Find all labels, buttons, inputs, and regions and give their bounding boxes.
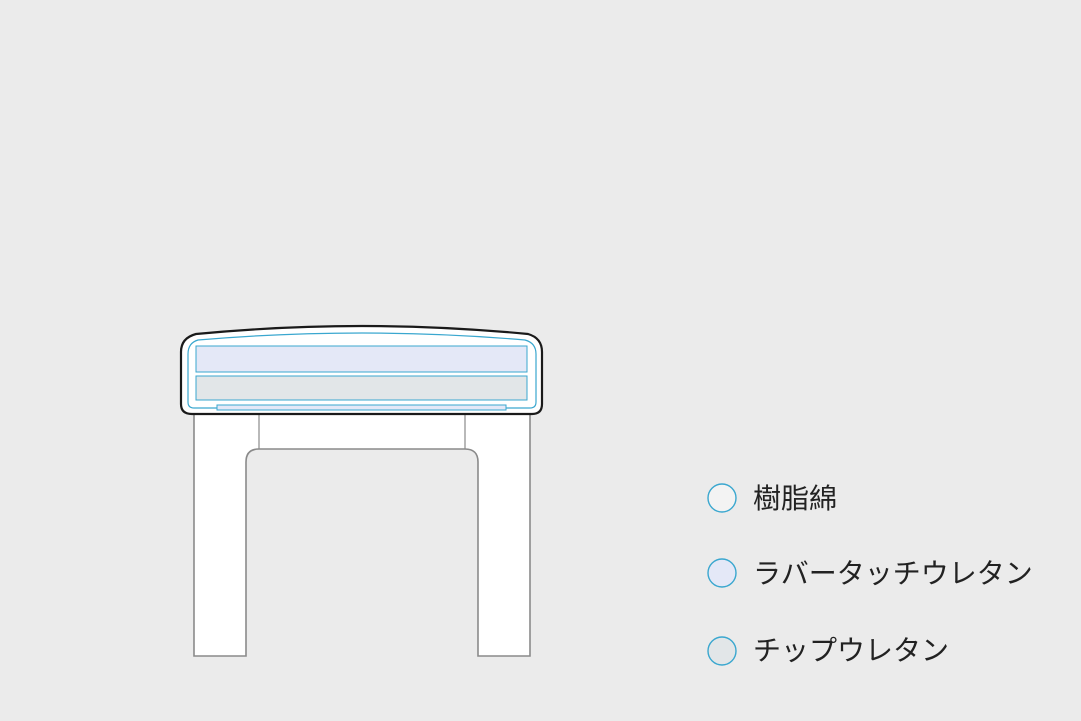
layer-base-board	[216, 404, 507, 411]
legend-item-rubber-touch-urethane: ラバータッチウレタン	[707, 557, 1033, 590]
legend-label-resin-wadding: 樹脂綿	[753, 482, 837, 515]
layer-rubber-touch-urethane	[195, 345, 528, 373]
legend-item-chip-urethane: チップウレタン	[707, 634, 949, 667]
legend-swatch-resin-wadding	[707, 483, 737, 513]
legend-item-resin-wadding: 樹脂綿	[707, 482, 837, 515]
legend-swatch-chip-urethane	[707, 636, 737, 666]
stool-frame	[193, 411, 531, 657]
legend-swatch-rubber-touch-urethane	[707, 558, 737, 588]
legend-label-chip-urethane: チップウレタン	[753, 634, 949, 667]
seat-cushion	[179, 324, 544, 416]
legend-label-rubber-touch-urethane: ラバータッチウレタン	[753, 557, 1033, 590]
layer-chip-urethane	[195, 375, 528, 401]
legend: 樹脂綿 ラバータッチウレタン チップウレタン	[707, 482, 1033, 667]
seat-inner-liner	[187, 332, 537, 409]
